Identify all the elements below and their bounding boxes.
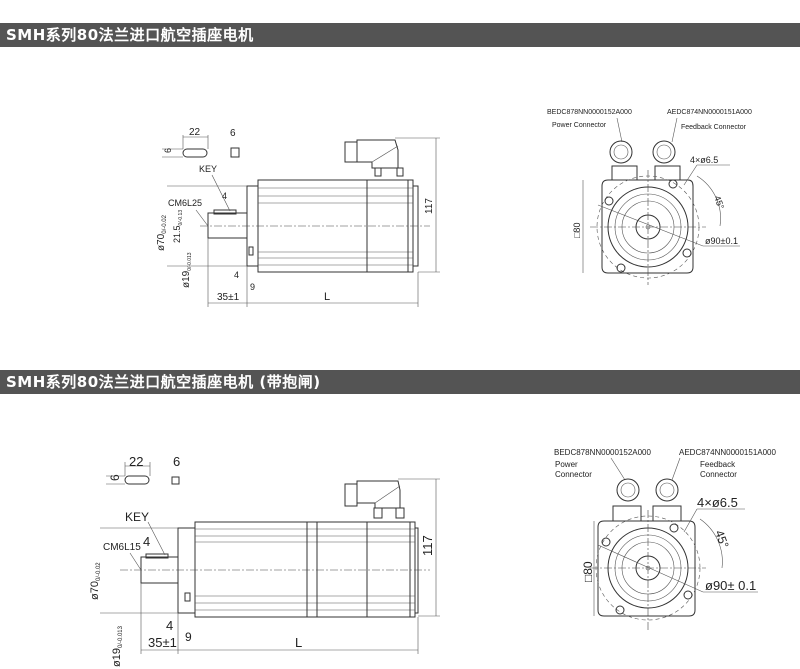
shaft-diameter-dim: ø190/-0.013 xyxy=(111,625,124,667)
key-width-dim: 6 xyxy=(173,454,180,469)
feedback-connector-label: Feedback xyxy=(700,460,736,469)
key-offset-dim: 4 xyxy=(143,534,150,549)
holes-dim: 4×ø6.5 xyxy=(690,155,718,165)
key-label: KEY xyxy=(199,164,217,174)
length-dim: L xyxy=(295,635,302,650)
side-view-standard: 22 6 6 KEY CM6L25 4 ø700/-0.02 21.50/-0.… xyxy=(156,127,440,307)
flange-9-dim: 9 xyxy=(185,630,192,644)
power-connector-pn: BEDC878NN0000152A000 xyxy=(554,448,652,457)
holes-dim: 4×ø6.5 xyxy=(697,495,738,510)
square-dim: □80 xyxy=(572,223,582,238)
key-height-dim: 6 xyxy=(163,148,173,153)
flange-thickness-dim: 4 xyxy=(234,270,239,280)
power-connector-label-2: Connector xyxy=(555,470,592,479)
angle-dim: 45° xyxy=(712,194,726,211)
flange-diameter-dim: ø700/-0.02 xyxy=(89,562,102,600)
flange-thickness-dim: 4 xyxy=(166,618,173,633)
power-connector-pn: BEDC878NN0000152A000 xyxy=(547,109,632,116)
shaft-height-dim: 21.50/-0.13 xyxy=(172,210,184,243)
key-offset-dim: 4 xyxy=(222,191,227,201)
side-view-brake: 22 6 6 KEY CM6L15 4 ø700/-0.02 ø190/-0.0… xyxy=(89,454,440,667)
length-dim: L xyxy=(324,291,330,303)
front-view-brake: BEDC878NN0000152A000 Power Connector AED… xyxy=(554,448,777,630)
flange-9-dim: 9 xyxy=(250,282,255,292)
angle-dim: 45° xyxy=(712,528,731,550)
height-dim: 117 xyxy=(420,535,435,556)
pcd-dim: ø90±0.1 xyxy=(705,236,738,246)
key-length-dim: 22 xyxy=(189,127,201,138)
shaft-length-dim: 35±1 xyxy=(148,635,177,650)
section-header-brake: SMH系列80法兰进口航空插座电机 (带抱闸) xyxy=(0,370,800,394)
power-connector-label: Power Connector xyxy=(552,122,607,129)
feedback-connector-label-2: Connector xyxy=(700,470,737,479)
power-connector-label: Power xyxy=(555,460,578,469)
section-header-standard: SMH系列80法兰进口航空插座电机 xyxy=(0,23,800,47)
feedback-connector-label: Feedback Connector xyxy=(681,124,747,131)
shaft-diameter-dim: ø190/-0.013 xyxy=(181,252,193,288)
key-width-dim: 6 xyxy=(230,128,236,139)
key-length-dim: 22 xyxy=(129,454,143,469)
flange-diameter-dim: ø700/-0.02 xyxy=(156,214,168,251)
feedback-connector-pn: AEDC874NN0000151A000 xyxy=(679,448,777,457)
height-dim: 117 xyxy=(424,198,435,214)
front-view-standard: BEDC878NN0000152A000 Power Connector AED… xyxy=(547,109,752,285)
square-dim: □80 xyxy=(581,561,595,582)
thread-label: CM6L25 xyxy=(168,198,202,208)
thread-label: CM6L15 xyxy=(103,542,141,553)
key-label: KEY xyxy=(125,510,149,524)
key-height-dim: 6 xyxy=(108,474,122,481)
shaft-length-dim: 35±1 xyxy=(217,292,240,303)
pcd-dim: ø90± 0.1 xyxy=(705,578,756,593)
feedback-connector-pn: AEDC874NN0000151A000 xyxy=(667,109,752,116)
